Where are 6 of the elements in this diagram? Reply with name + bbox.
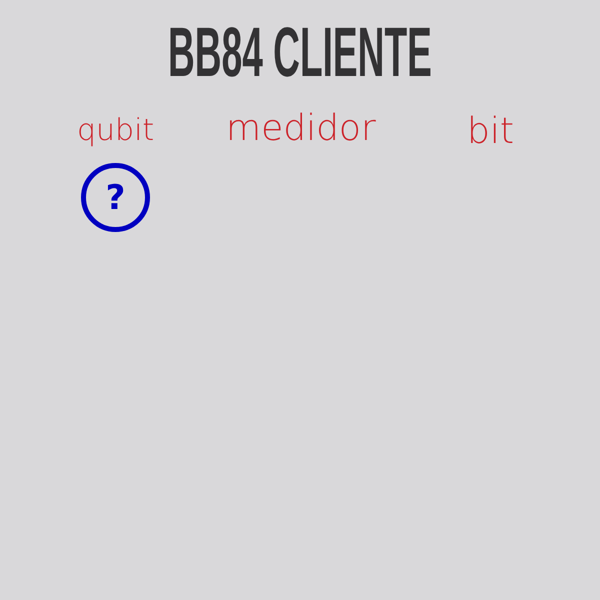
column-heading: bit	[467, 112, 514, 152]
circle-node	[81, 163, 150, 232]
question-mark-text: ?	[106, 180, 126, 214]
column-heading: qubit	[77, 114, 154, 147]
title: BB84 CLIENTE	[168, 14, 432, 90]
column-heading: medidor	[226, 109, 376, 149]
